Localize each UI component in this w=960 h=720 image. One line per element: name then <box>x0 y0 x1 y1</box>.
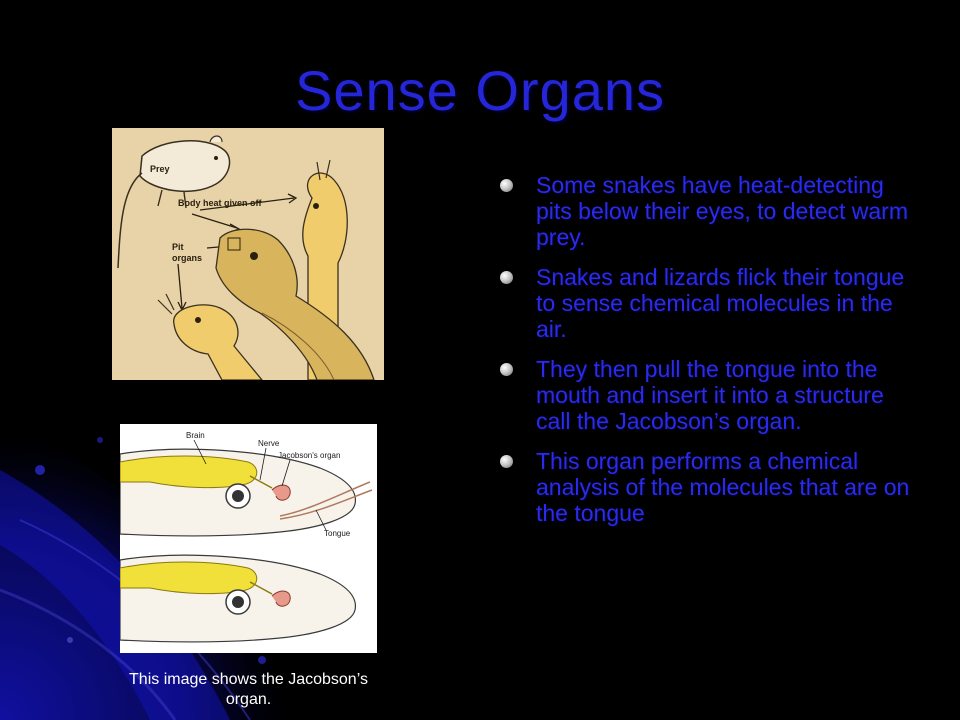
label-brain: Brain <box>186 431 205 440</box>
label-pit-line1: Pit <box>172 242 184 252</box>
snake-head-lower <box>120 554 356 643</box>
label-jacobson-organ: Jacobson's organ <box>278 451 340 460</box>
heat-arrows <box>177 193 298 312</box>
bullet-item: Some snakes have heat-detecting pits bel… <box>498 172 918 250</box>
bullet-item: This organ performs a chemical analysis … <box>498 448 918 526</box>
pit-organ-diagram: Prey Body heat given off Pit organs <box>112 128 384 380</box>
bullet-item: Snakes and lizards flick their tongue to… <box>498 264 918 342</box>
bullet-text: They then pull the tongue into the mouth… <box>536 356 884 434</box>
image-caption: This image shows the Jacobson’s organ. <box>129 671 368 708</box>
label-leaders <box>193 439 327 531</box>
label-nerve: Nerve <box>258 439 280 448</box>
bullet-list: Some snakes have heat-detecting pits bel… <box>498 172 918 540</box>
label-pit-line2: organs <box>172 253 202 263</box>
bullet-text: Some snakes have heat-detecting pits bel… <box>536 172 908 250</box>
bullet-text: This organ performs a chemical analysis … <box>536 448 910 526</box>
slide-title: Sense Organs <box>295 59 665 122</box>
snake-head-upper <box>120 448 373 537</box>
bullet-text: Snakes and lizards flick their tongue to… <box>536 264 905 342</box>
snake-head-left <box>157 293 263 380</box>
label-prey: Prey <box>150 164 170 174</box>
jacobson-organ-diagram: Brain Nerve Jacobson's organ Tongue <box>120 424 377 653</box>
bullet-dot-icon <box>500 363 513 376</box>
snake-head-center <box>215 228 375 380</box>
bullet-item: They then pull the tongue into the mouth… <box>498 356 918 434</box>
bullet-dot-icon <box>500 271 513 284</box>
label-tongue: Tongue <box>324 529 351 538</box>
bullet-dot-icon <box>500 179 513 192</box>
bullet-dot-icon <box>500 455 513 468</box>
label-body-heat: Body heat given off <box>178 198 263 208</box>
mouse-illustration <box>117 135 231 269</box>
